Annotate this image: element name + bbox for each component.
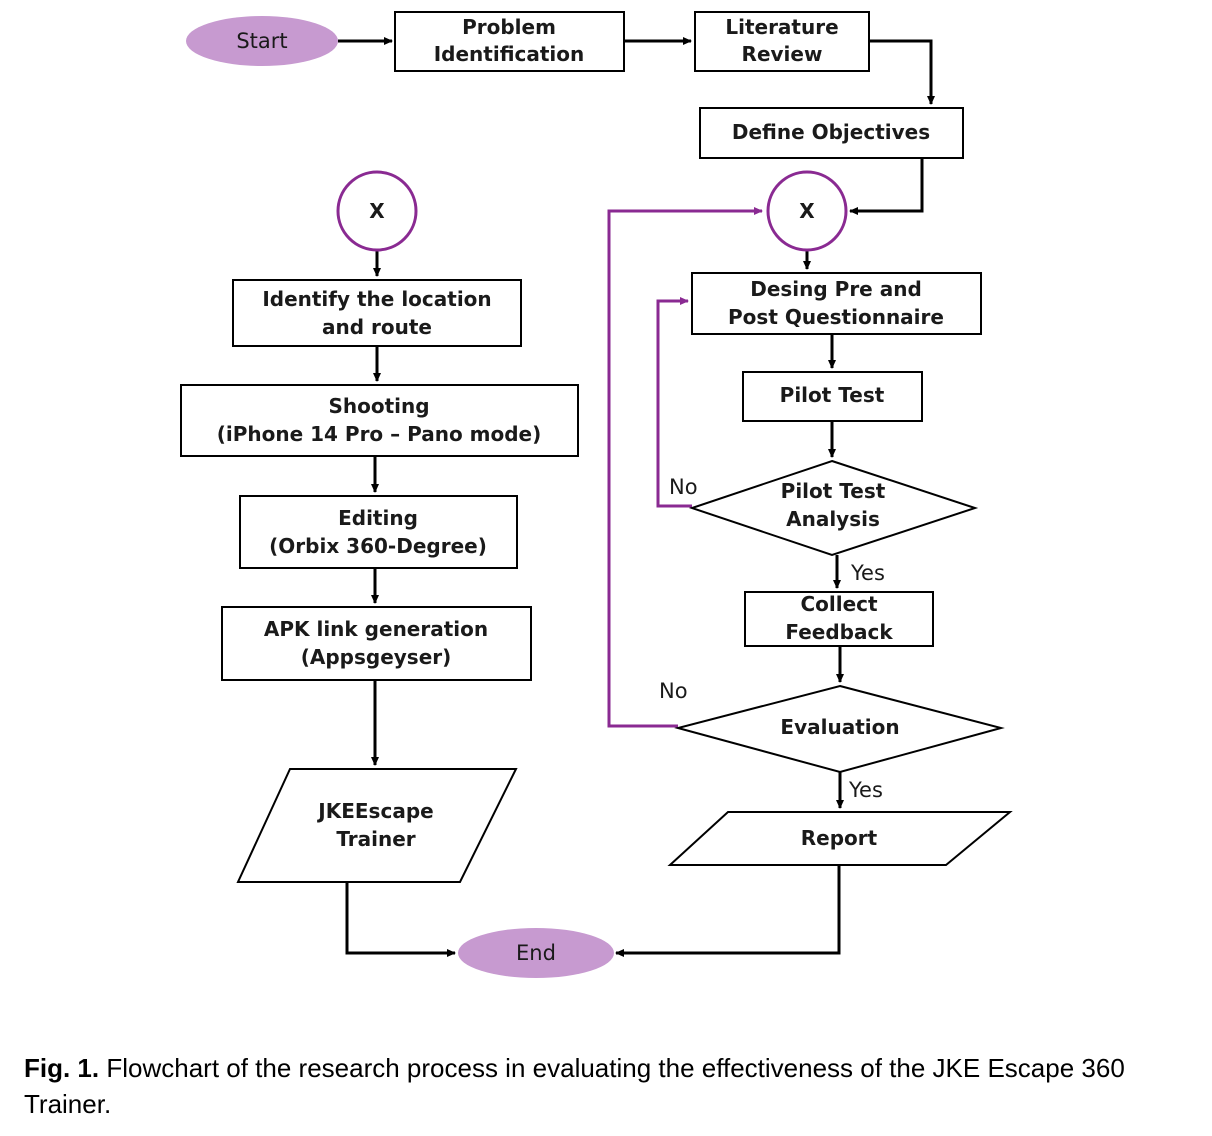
- objectives-label: Define Objectives: [732, 120, 930, 144]
- edge-report-end: [615, 865, 841, 957]
- pilot-analysis-line-1: Pilot Test: [781, 479, 886, 503]
- report-output: Report: [667, 811, 1013, 866]
- questionnaire-line-1: Desing Pre and: [750, 277, 922, 301]
- edge-objectives-connector: [849, 158, 924, 215]
- start-terminal: Start: [186, 16, 338, 66]
- pilot-test-box: Pilot Test: [742, 371, 923, 422]
- questionnaire-box: Desing Pre and Post Questionnaire: [691, 272, 982, 335]
- feedback-line-2: Feedback: [785, 620, 893, 644]
- identify-line-2: and route: [322, 315, 432, 339]
- figure-caption: Fig. 1. Flowchart of the research proces…: [24, 1050, 1194, 1122]
- identify-line-1: Identify the location: [262, 287, 491, 311]
- pilot-analysis-decision: Pilot Test Analysis: [688, 459, 979, 557]
- loop-edges: [607, 207, 763, 728]
- edge-evaluation-no-loop: [607, 207, 763, 728]
- pilot-analysis-line-2: Analysis: [786, 507, 880, 531]
- connector-left-label: X: [369, 199, 385, 223]
- shooting-box: Shooting (iPhone 14 Pro – Pano mode): [180, 384, 579, 457]
- figure-number: Fig. 1.: [24, 1053, 100, 1083]
- flowchart: Start End Problem Identification Literat…: [180, 11, 1013, 978]
- define-objectives-box: Define Objectives: [699, 107, 964, 159]
- edge-jke-end: [345, 882, 456, 957]
- identify-location-box: Identify the location and route: [232, 279, 522, 347]
- jke-trainer-output: JKEEscape Trainer: [236, 768, 518, 883]
- editing-box: Editing (Orbix 360-Degree): [239, 495, 518, 569]
- jke-line-1: JKEEscape: [316, 799, 433, 823]
- apk-generation-box: APK link generation (Appsgeyser): [221, 606, 532, 681]
- problem-line-2: Identification: [434, 42, 585, 66]
- connector-left: X: [336, 170, 418, 252]
- feedback-line-1: Collect: [800, 592, 878, 616]
- editing-line-1: Editing: [338, 506, 418, 530]
- pilot-test-label: Pilot Test: [780, 383, 885, 407]
- figure-caption-text: Flowchart of the research process in eva…: [24, 1053, 1125, 1119]
- collect-feedback-box: Collect Feedback: [744, 591, 934, 647]
- problem-identification-box: Problem Identification: [394, 11, 625, 72]
- literature-line-2: Review: [742, 42, 823, 66]
- edge-analysis-no-loop: [656, 297, 692, 508]
- end-terminal: End: [458, 928, 614, 978]
- literature-review-box: Literature Review: [694, 11, 870, 72]
- shooting-line-1: Shooting: [328, 394, 429, 418]
- problem-line-1: Problem: [462, 15, 556, 39]
- evaluation-decision: Evaluation: [674, 684, 1005, 774]
- apk-line-2: (Appsgeyser): [301, 645, 452, 669]
- report-label: Report: [801, 826, 878, 850]
- connector-right-label: X: [799, 199, 815, 223]
- no-label-pilot: No: [669, 475, 698, 499]
- edge-literature-objectives: [869, 39, 935, 105]
- questionnaire-line-2: Post Questionnaire: [728, 305, 944, 329]
- literature-line-1: Literature: [725, 15, 838, 39]
- yes-label-eval: Yes: [848, 778, 883, 802]
- no-label-eval: No: [659, 679, 688, 703]
- end-label: End: [516, 941, 556, 965]
- apk-line-1: APK link generation: [264, 617, 488, 641]
- editing-line-2: (Orbix 360-Degree): [269, 534, 487, 558]
- evaluation-label: Evaluation: [780, 715, 899, 739]
- yes-label-pilot: Yes: [850, 561, 885, 585]
- shooting-line-2: (iPhone 14 Pro – Pano mode): [217, 422, 542, 446]
- connector-right: X: [766, 170, 848, 252]
- start-label: Start: [236, 29, 287, 53]
- jke-line-2: Trainer: [336, 827, 415, 851]
